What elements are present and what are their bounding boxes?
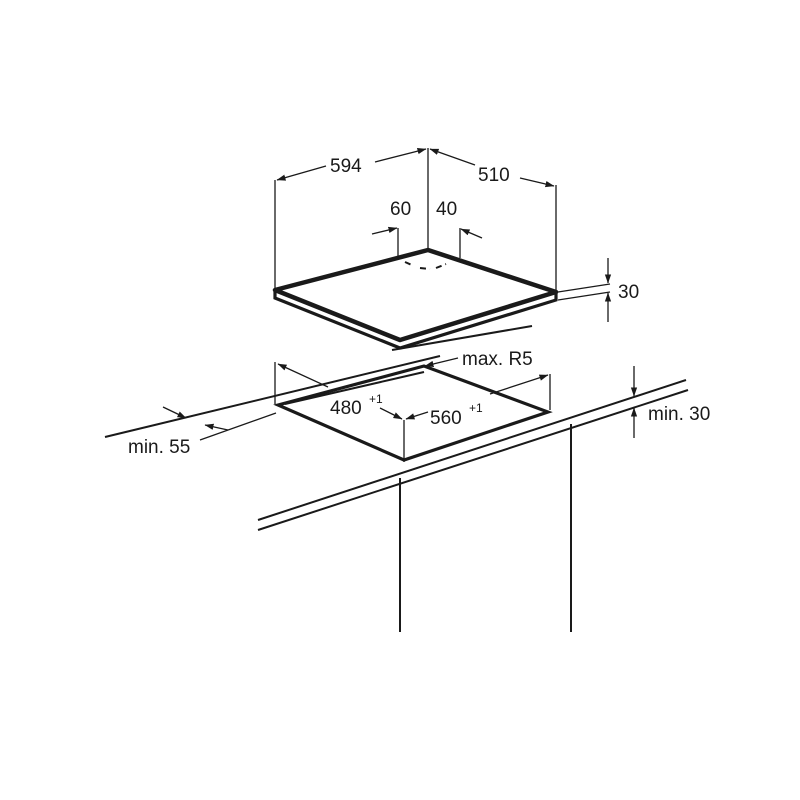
min-front-arrow-right xyxy=(204,423,229,431)
cutout-depth-tolerance: +1 xyxy=(369,392,383,406)
cutout-inner-back xyxy=(284,371,425,405)
cutout-width-tolerance: +1 xyxy=(469,401,483,415)
thickness-extension-top xyxy=(557,283,611,293)
hob-guide-line xyxy=(391,325,533,351)
min-front-label: min. 55 xyxy=(128,437,190,458)
cutout-outline xyxy=(273,364,553,462)
width-dimension-line-a xyxy=(276,165,327,181)
worktop-back-edge xyxy=(104,355,441,438)
min-thickness-label: min. 30 xyxy=(648,404,710,425)
depth-dimension-line-b xyxy=(519,177,555,188)
offset-right-arrow xyxy=(460,228,483,239)
offset-left-arrow xyxy=(371,226,398,235)
radius-leader xyxy=(424,357,459,368)
worktop-cutout xyxy=(273,364,553,462)
worktop-front-edge-bottom xyxy=(257,389,689,531)
worktop-front-edge-top xyxy=(257,379,687,521)
hob xyxy=(272,247,559,350)
min-front-arrow-left xyxy=(162,406,187,419)
corner-radius-label: max. R5 xyxy=(462,349,533,370)
offset-left-label: 60 xyxy=(390,199,411,220)
hob-top-surface xyxy=(272,247,559,343)
thickness-extension-bottom xyxy=(557,291,611,301)
cutout-depth-arrow-back xyxy=(277,363,329,388)
cutout-width-label: 560 xyxy=(430,408,462,429)
cutout-width-arrow-right xyxy=(489,374,549,395)
cabinet xyxy=(399,424,572,632)
width-label: 594 xyxy=(330,156,362,177)
depth-label: 510 xyxy=(478,165,510,186)
min-front-extension xyxy=(199,412,277,441)
gas-connection-mark xyxy=(404,261,447,270)
worktop xyxy=(104,355,689,531)
offset-right-label: 40 xyxy=(436,199,457,220)
cutout-depth-label: 480 xyxy=(330,398,362,419)
width-dimension-line-b xyxy=(374,148,427,163)
depth-dimension-line-a xyxy=(429,148,476,166)
thickness-label: 30 xyxy=(618,282,639,303)
cutout-depth-arrow-front xyxy=(379,407,403,420)
cutout-width-arrow-left xyxy=(405,411,429,420)
hob-front-edge xyxy=(273,290,558,350)
